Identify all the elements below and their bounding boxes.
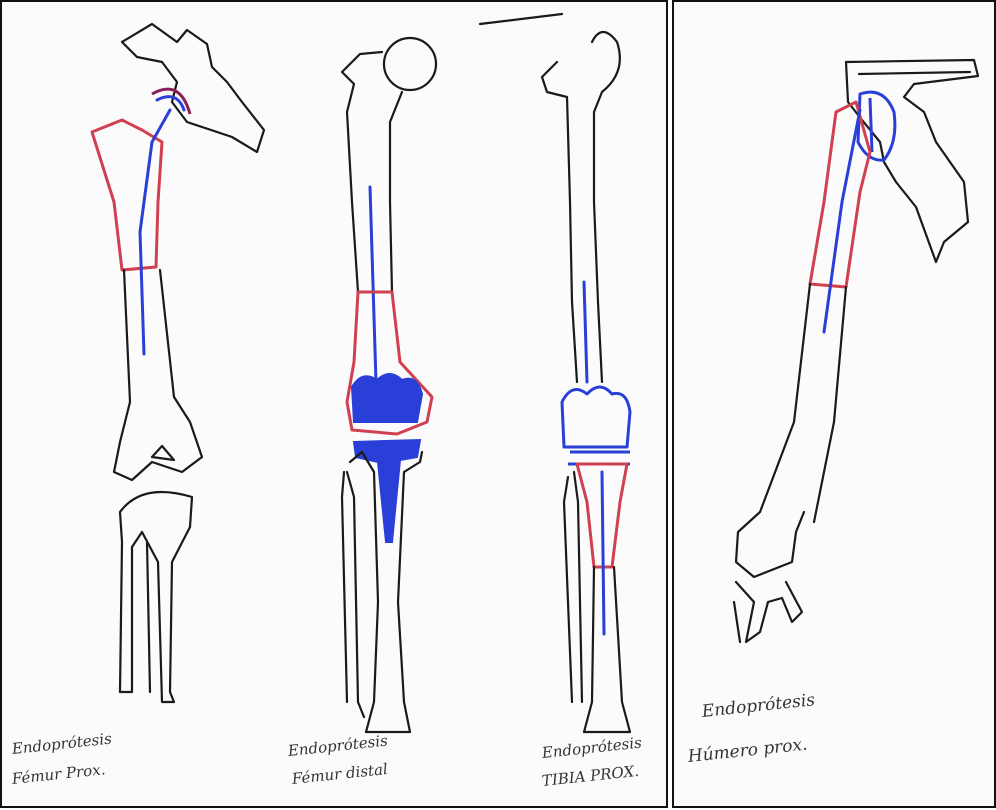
upper-limb-panel: Endoprótesis Húmero prox. — [672, 0, 996, 808]
lower-limb-panel: Endoprótesis Fémur Prox. Endoprótesis Fé… — [0, 0, 668, 808]
fibula — [564, 472, 582, 702]
tibia-outline — [584, 567, 630, 732]
acetabular-cup — [157, 97, 184, 110]
humerus-prosthesis-body — [810, 102, 870, 287]
femur-shaft — [114, 270, 202, 480]
upper-limb-drawings — [674, 2, 994, 806]
tibia-stem — [602, 472, 604, 634]
fibula-line — [147, 542, 150, 692]
femur-outline — [542, 32, 620, 382]
humerus-shaft — [736, 284, 846, 577]
scapula-outline — [846, 60, 978, 262]
tibia-outline — [120, 492, 192, 702]
elbow-bones — [734, 582, 802, 642]
distal-femur-figure — [342, 38, 436, 732]
knee-component — [352, 374, 422, 422]
proximal-humerus-figure — [734, 60, 978, 642]
femoral-knee-component — [562, 387, 630, 447]
humeral-head-inner — [870, 98, 872, 152]
femur-stem — [370, 187, 376, 382]
tibial-plateau — [568, 452, 630, 464]
knee-notch — [152, 446, 174, 460]
pelvis-outline — [122, 24, 264, 152]
lower-limb-drawings — [2, 2, 666, 806]
proximal-tibia-figure — [542, 32, 630, 732]
femur-stem — [584, 282, 587, 382]
fibula — [342, 472, 364, 717]
femoral-head — [384, 38, 436, 90]
stray-pen-line — [480, 14, 562, 24]
clavicle-line — [859, 72, 970, 74]
proximal-femur-figure — [92, 24, 264, 702]
